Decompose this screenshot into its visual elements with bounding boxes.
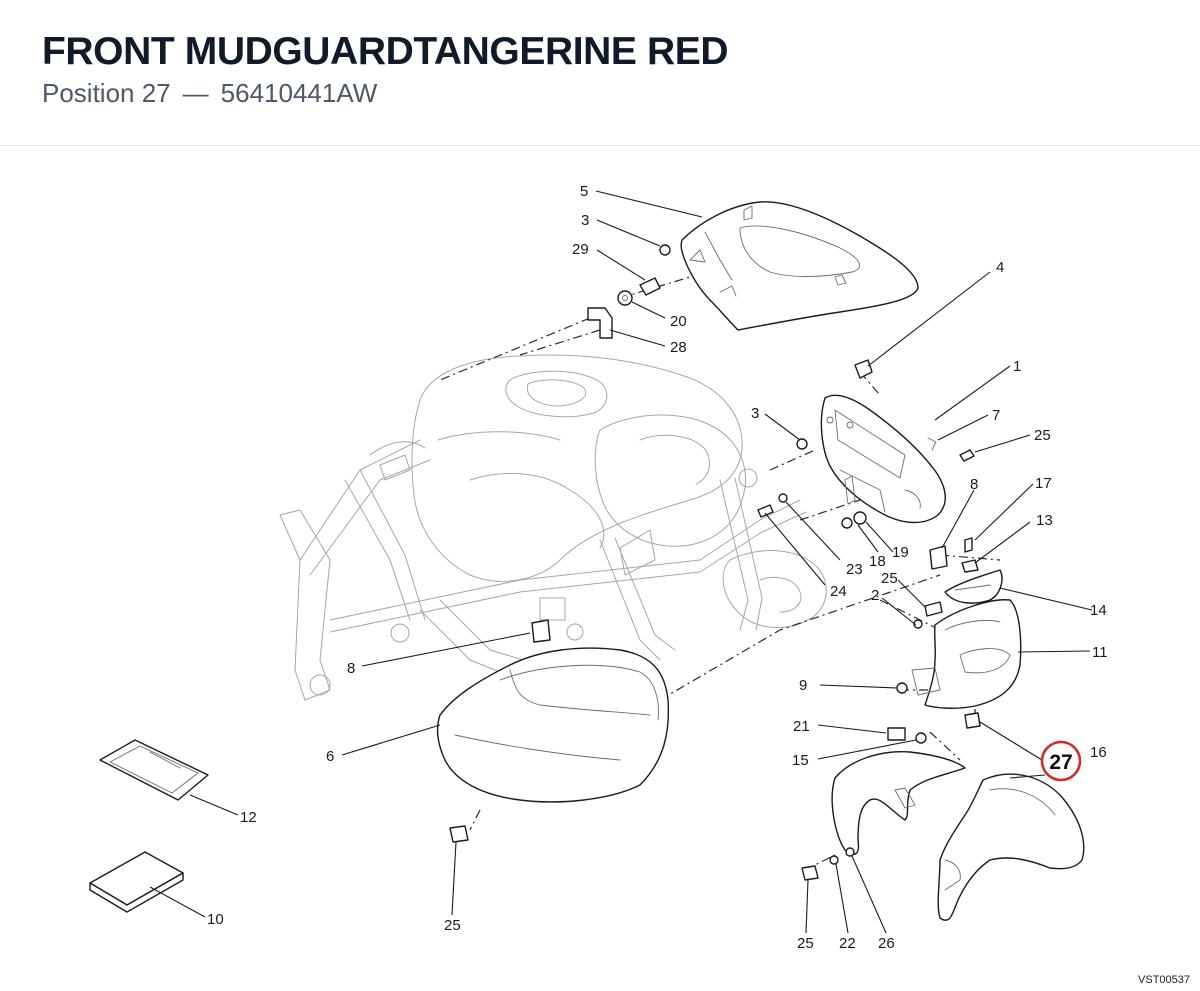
callout-17: 17 (1035, 475, 1052, 492)
highlighted-callout: 27 (1040, 740, 1082, 782)
callout-11: 11 (1092, 644, 1108, 661)
callout-25b: 25 (881, 570, 898, 587)
callout-23: 23 (846, 561, 863, 578)
callout-5: 5 (580, 183, 588, 200)
callout-25c: 25 (444, 917, 461, 934)
callout-8b: 8 (347, 660, 355, 677)
callout-4: 4 (996, 259, 1004, 276)
subtitle-separator: — (182, 78, 209, 108)
part-6-side-panel (436, 647, 670, 803)
callout-3b: 3 (751, 405, 759, 422)
callout-10: 10 (207, 911, 224, 928)
callout-18: 18 (869, 553, 886, 570)
callout-26: 26 (878, 935, 895, 952)
callout-14: 14 (1090, 602, 1107, 619)
page-header: FRONT MUDGUARDTANGERINE RED Position 27 —… (0, 0, 1200, 146)
frame-assembly (279, 354, 827, 701)
part-27-front-mudguard (937, 773, 1085, 921)
callout-6: 6 (326, 748, 334, 765)
callout-19: 19 (892, 544, 909, 561)
hardware (449, 244, 981, 881)
callout-24: 24 (830, 583, 847, 600)
exploded-parts-diagram: 5 3 29 20 28 4 1 7 25 3 17 8 13 18 19 23… (89, 183, 1108, 952)
part-5-fairing-cover (680, 201, 919, 331)
leader-lines (149, 190, 1093, 934)
callout-21: 21 (793, 718, 810, 735)
callout-25: 25 (1034, 427, 1051, 444)
callout-13: 13 (1036, 512, 1053, 529)
callout-16: 16 (1090, 744, 1107, 761)
callout-12: 12 (240, 809, 257, 826)
callout-2: 2 (871, 587, 879, 604)
callout-7: 7 (992, 407, 1000, 424)
callout-labels: 5 3 29 20 28 4 1 7 25 3 17 8 13 18 19 23… (207, 183, 1108, 952)
callout-20: 20 (670, 313, 687, 330)
position-label: Position 27 (42, 78, 171, 108)
callout-8: 8 (970, 476, 978, 493)
part-15-mudguard-bracket (831, 751, 966, 855)
callout-22: 22 (839, 935, 856, 952)
callout-9: 9 (799, 677, 807, 694)
part-12-document-pouch (99, 739, 209, 801)
callout-25d: 25 (797, 935, 814, 952)
highlight-callout-27: 27 (1049, 751, 1072, 774)
page-title: FRONT MUDGUARDTANGERINE RED (42, 30, 729, 73)
callout-15: 15 (792, 752, 809, 769)
part-14-bracket (944, 569, 1003, 604)
part-number: 56410441AW (220, 78, 378, 108)
callout-28: 28 (670, 339, 687, 356)
page-subtitle: Position 27 — 56410441AW (42, 78, 377, 109)
diagram-reference-code: VST00537 (1138, 974, 1190, 986)
callout-1: 1 (1013, 358, 1021, 375)
callout-29: 29 (572, 241, 589, 258)
part-1-inner-fairing (820, 394, 946, 524)
part-10-owners-manual (89, 851, 184, 913)
callout-3: 3 (581, 212, 589, 229)
highlight-circle (1040, 740, 1082, 782)
part-11-lower-fairing (911, 599, 1022, 709)
